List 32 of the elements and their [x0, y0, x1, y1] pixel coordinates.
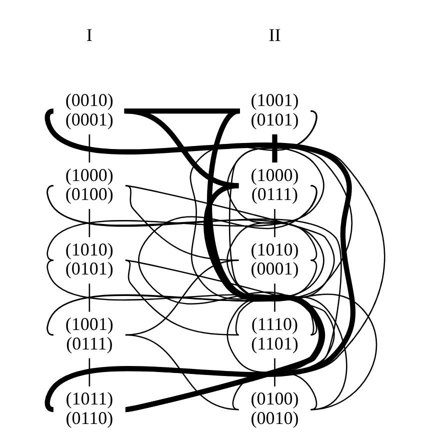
- connector: [226, 260, 318, 410]
- connector: [88, 358, 90, 386]
- connector: [88, 284, 90, 312]
- connector: [125, 108, 239, 188]
- label: II: [268, 25, 281, 46]
- node-text: (1011) (0110): [66, 388, 114, 428]
- connector: [125, 185, 239, 261]
- node-text: (1001) (0101): [250, 90, 299, 130]
- node-text: (1000) (0100): [65, 164, 114, 204]
- connector: [272, 134, 278, 163]
- node-text: (1010) (0101): [65, 239, 114, 279]
- node-text: (0010) (0001): [65, 90, 114, 130]
- connector: [47, 185, 324, 336]
- node-text: (1001) (0111): [65, 314, 114, 354]
- node-text: (1000) (0111): [250, 164, 299, 204]
- label: I: [86, 25, 92, 46]
- connector: [274, 284, 276, 312]
- connector: [125, 108, 326, 412]
- node-text: (1010) (0001): [250, 239, 299, 279]
- connector: [88, 208, 90, 238]
- node-text: (1110) (1101): [251, 314, 298, 354]
- connector: [125, 260, 239, 336]
- connector: [226, 185, 348, 410]
- connector: [274, 208, 276, 238]
- connector: [125, 260, 335, 410]
- connector: [228, 110, 378, 410]
- connector: [88, 134, 90, 163]
- connector: [124, 108, 240, 114]
- connector: [125, 334, 239, 410]
- connector: [274, 358, 276, 386]
- node-text: (0100) (0010): [250, 388, 299, 428]
- connector: [46, 185, 342, 410]
